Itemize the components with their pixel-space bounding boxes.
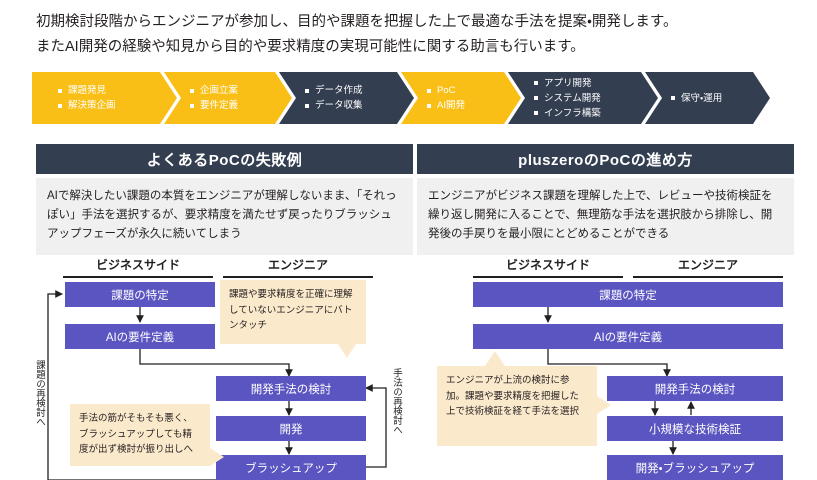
pluszero-callout-upstream-pointer-top (485, 351, 505, 366)
bullet-icon (534, 81, 538, 85)
failure-box-requirements: AIの要件定義 (65, 324, 215, 349)
process-step-item: システム開発 (534, 92, 601, 105)
pluszero-col-engineer: エンジニア (633, 256, 783, 278)
process-step-item-label: 課題発見 (68, 85, 107, 96)
process-step-item: AI開発 (427, 99, 465, 112)
process-step-item-label: 企画立案 (200, 85, 239, 96)
process-step-items: データ作成データ収集 (279, 84, 363, 112)
intro-line-2: またAI開発の経験や知見から目的や要求精度の実現可能性に関する助言も行います。 (36, 39, 585, 55)
process-step-items: 保守・運用 (645, 92, 722, 105)
process-step-item: 解決策企画 (58, 99, 116, 112)
process-step-items: 企画立案要件定義 (164, 84, 238, 112)
process-step-items: PoC AI開発 (401, 84, 465, 112)
process-step-item-label: データ収集 (315, 100, 363, 111)
process-step-item: PoC (427, 84, 465, 97)
failure-vlabel-method-rethink: 手法の再検討へ (391, 368, 402, 435)
process-step-item-label: インフラ構築 (544, 107, 601, 119)
diagram-failure-connectors (47, 290, 387, 480)
pluszero-callout-upstream: エンジニアが上流の検討に参加。課題や要求精度を把握した上で技術検証を経て手法を選… (437, 366, 597, 446)
process-step-2: 企画立案要件定義 (164, 72, 292, 124)
process-step-item-label: PoC (437, 85, 456, 96)
failure-box-brushup: ブラッシュアップ (216, 455, 366, 480)
bullet-icon (58, 103, 62, 108)
pluszero-callout-upstream-pointer (597, 396, 611, 414)
failure-callout-bad: 手法の筋がそもそも悪く、ブラッシュアップしても精度が出ず検討が振り出しへ (70, 404, 210, 466)
process-step-items: 課題発見解決策企画 (32, 84, 116, 112)
bullet-icon (427, 103, 431, 108)
pluszero-box-poc: 小規模な技術検証 (607, 416, 783, 441)
process-step-item: 企画立案 (190, 84, 238, 97)
process-step-item-label: システム開発 (544, 92, 601, 104)
failure-callout-bad-pointer (210, 448, 224, 466)
process-step-6: 保守・運用 (645, 72, 770, 124)
process-step-item: インフラ構築 (534, 107, 601, 120)
pluszero-col-business: ビジネスサイド (473, 256, 623, 278)
panel-pluszero-description: エンジニアがビジネス課題を理解した上で、レビューや技術検証を繰り返し開発に入るこ… (417, 178, 794, 255)
process-step-shape (279, 72, 414, 124)
process-step-item: 保守・運用 (671, 92, 722, 105)
bullet-icon (534, 111, 538, 115)
process-step-item: アプリ開発 (534, 77, 601, 90)
intro-line-1: 初期検討段階からエンジニアが参加し、目的や課題を把握した上で最適な手法を提案・開… (36, 14, 678, 30)
diagram-pluszero-connectors (544, 307, 695, 456)
process-step-shape (164, 72, 292, 124)
process-step-5: アプリ開発システム開発インフラ構築 (508, 72, 658, 124)
process-step-item: 課題発見 (58, 84, 116, 97)
failure-box-issue: 課題の特定 (65, 282, 215, 307)
failure-col-engineer: エンジニア (223, 256, 373, 278)
pluszero-box-develop: 開発・ブラッシュアップ (607, 455, 783, 480)
panel-failure-description: AIで解決したい課題の本質をエンジニアが理解しないまま、「それっぽい」手法を選択… (36, 178, 413, 255)
panel-failure-title: よくあるPoCの失敗例 (36, 144, 413, 174)
bullet-icon (190, 103, 194, 108)
panel-pluszero-title: pluszeroのPoCの進め方 (417, 144, 794, 174)
process-step-items: アプリ開発システム開発インフラ構築 (508, 77, 601, 120)
pluszero-box-issue: 課題の特定 (473, 282, 783, 307)
process-step-item-label: データ作成 (315, 85, 363, 96)
process-step-3: データ作成データ収集 (279, 72, 414, 124)
bullet-icon (58, 88, 62, 93)
failure-box-develop: 開発 (216, 416, 366, 441)
failure-callout-handoff: 課題や要求精度を正確に理解していないエンジニアにバトンタッチ (220, 280, 366, 344)
bullet-icon (190, 88, 194, 93)
process-step-shape (401, 72, 521, 124)
process-step-item-label: 保守・運用 (681, 92, 723, 104)
bullet-icon (534, 96, 538, 100)
process-step-item-label: 解決策企画 (68, 100, 116, 111)
bullet-icon (427, 88, 431, 93)
panel-failure: よくあるPoCの失敗例 AIで解決したい課題の本質をエンジニアが理解しないまま、… (36, 144, 413, 255)
panel-pluszero: pluszeroのPoCの進め方 エンジニアがビジネス課題を理解した上で、レビュ… (417, 144, 794, 255)
process-step-shape (32, 72, 177, 124)
process-step-item-label: アプリ開発 (544, 77, 592, 89)
bullet-icon (671, 96, 675, 100)
failure-callout-handoff-pointer (338, 344, 356, 358)
process-step-item: データ収集 (305, 99, 363, 112)
bullet-icon (305, 88, 309, 93)
failure-vlabel-issue-rethink: 課題の再検討へ (34, 360, 45, 427)
process-step-item: 要件定義 (190, 99, 238, 112)
pluszero-box-method: 開発手法の検討 (607, 376, 783, 401)
failure-col-business: ビジネスサイド (63, 256, 213, 278)
diagram-failure-flow: ビジネスサイド エンジニア 課題の特定 AIの要件定義 開発手法の検討 開発 ブ… (30, 256, 415, 480)
process-step-1: 課題発見解決策企画 (32, 72, 177, 124)
pluszero-box-requirements: AIの要件定義 (473, 324, 783, 349)
process-step-item-label: AI開発 (437, 100, 465, 111)
process-step-shape (645, 72, 770, 124)
process-step-4: PoC AI開発 (401, 72, 521, 124)
bullet-icon (305, 103, 309, 108)
process-step-item-label: 要件定義 (200, 100, 239, 111)
process-flow-bar: 課題発見解決策企画 企画立案要件定義 データ作成データ収集 PoC AI開発 アプリ開発シ… (32, 72, 790, 124)
failure-box-method: 開発手法の検討 (216, 376, 366, 401)
intro-text: 初期検討段階からエンジニアが参加し、目的や課題を把握した上で最適な手法を提案・開… (36, 10, 796, 60)
process-step-item: データ作成 (305, 84, 363, 97)
process-step-shape (508, 72, 658, 124)
diagram-pluszero-flow: ビジネスサイド エンジニア 課題の特定 AIの要件定義 開発手法の検討 小規模な… (415, 256, 800, 480)
